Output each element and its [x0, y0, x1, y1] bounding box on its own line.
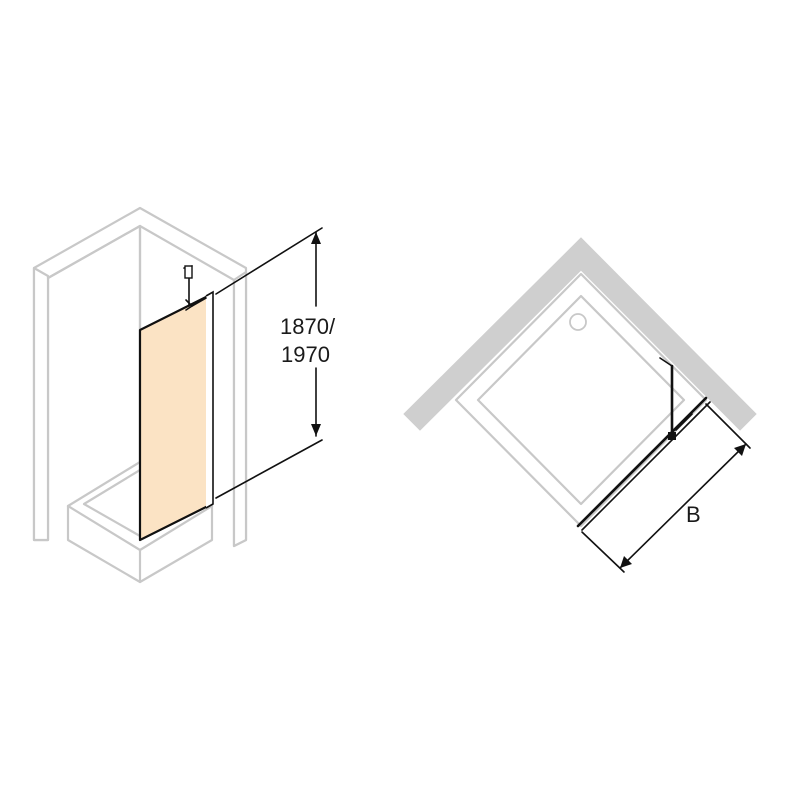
arrow-left-icon [620, 556, 632, 568]
height-dimension: 1870/ 1970 [215, 227, 336, 499]
plan-glass-panel [576, 357, 711, 531]
plan-tray [454, 272, 708, 528]
shower-3d-view: 1870/ 1970 [32, 206, 336, 584]
plan-walls [403, 237, 757, 431]
arrow-down-icon [311, 424, 321, 436]
shower-plan-view: B [403, 237, 757, 573]
width-dimension: B [581, 403, 751, 573]
ceiling-support-icon [183, 265, 207, 311]
height-label-line2: 1970 [281, 342, 330, 367]
glass-panel [138, 265, 214, 542]
arrow-right-icon [734, 444, 746, 456]
width-label: B [686, 502, 701, 527]
plan-support-joint [668, 432, 676, 440]
plan-drain-icon [569, 313, 587, 331]
glass-pane [138, 294, 210, 542]
wall-profile [205, 290, 214, 509]
arrow-up-icon [311, 232, 321, 244]
height-label-line1: 1870/ [280, 314, 336, 339]
